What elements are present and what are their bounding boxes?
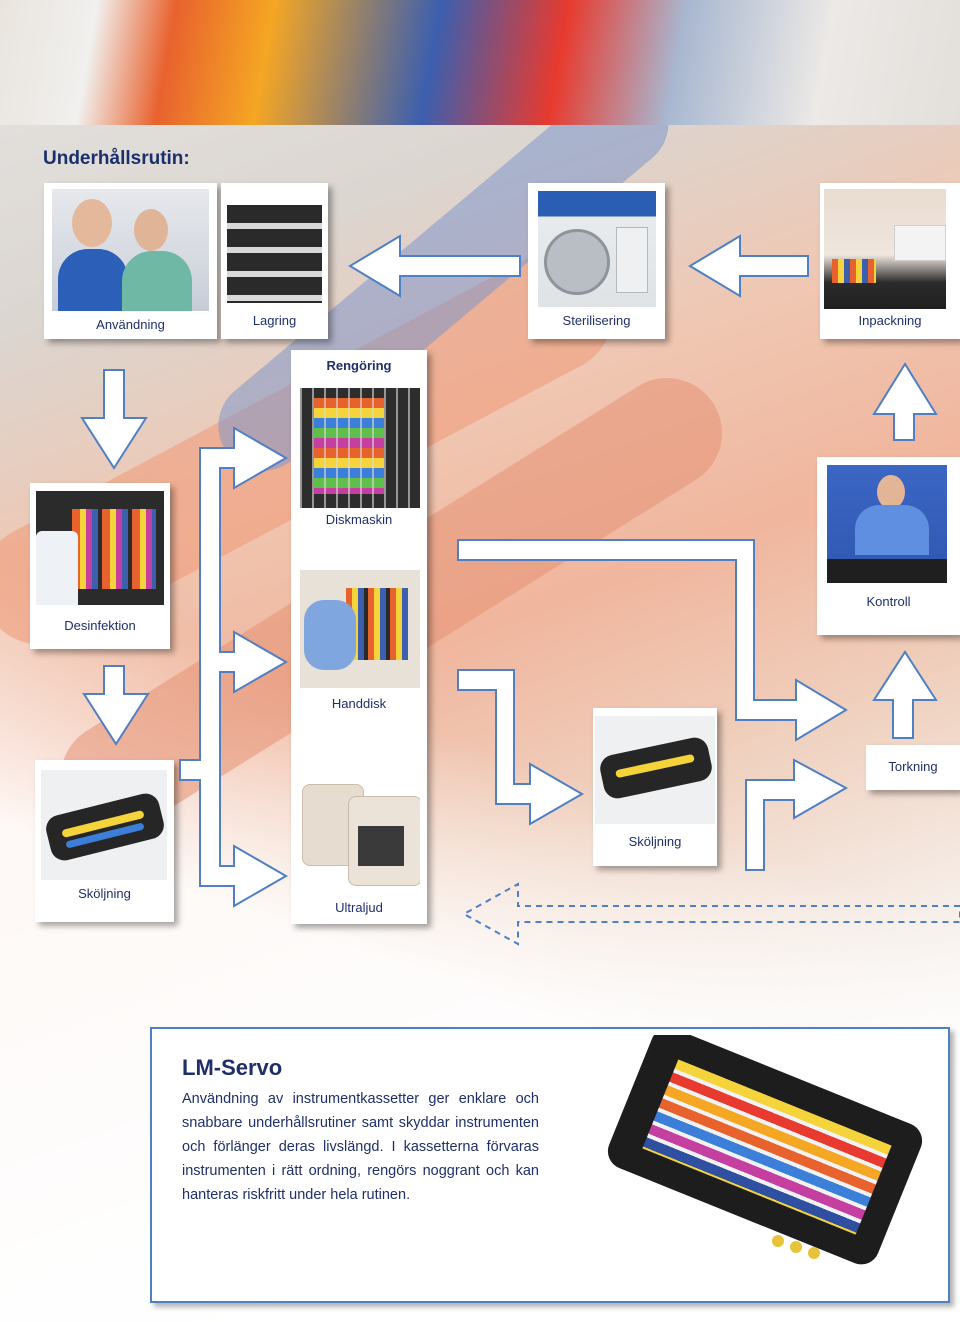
arrow-down-icon	[80, 369, 148, 470]
photo-instrument-cassette	[592, 1035, 932, 1275]
caption-inpackning: Inpackning	[858, 313, 922, 328]
step-card-kontroll: Kontroll	[817, 457, 960, 635]
arrow-right-icon	[457, 539, 848, 742]
caption-ultraljud: Ultraljud	[335, 900, 383, 915]
photo-inspection	[827, 465, 947, 583]
photo-dental-staff	[52, 189, 209, 311]
arrow-up-icon	[872, 362, 938, 441]
step-card-inpackning: Inpackning	[820, 183, 960, 339]
arrow-left-icon	[688, 234, 809, 298]
caption-lagring: Lagring	[252, 313, 297, 328]
photo-rinse-right	[595, 716, 715, 824]
step-card-desinfektion: Desinfektion	[30, 483, 170, 649]
arrow-right-icon	[457, 669, 585, 826]
photo-autoclave	[538, 191, 656, 307]
page-heading: Underhållsrutin:	[43, 148, 190, 169]
photo-rinse-left	[41, 770, 167, 880]
info-text: Användning av instrumentkassetter ger en…	[182, 1091, 539, 1203]
photo-storage-shelves	[227, 205, 322, 303]
caption-rengoring: Rengöring	[326, 358, 392, 373]
info-title: LM-Servo	[182, 1055, 283, 1080]
arrow-down-icon	[82, 665, 150, 746]
photo-hand-wash	[300, 570, 420, 688]
arrow-right-icon	[745, 758, 849, 871]
caption-torkning: Torkning	[888, 759, 938, 774]
caption-skoljning-right: Sköljning	[628, 834, 682, 849]
dashed-return-arrow-icon	[461, 882, 960, 946]
info-box: LM-Servo Användning av instrumentkassett…	[150, 1027, 950, 1303]
header-photo-strip	[0, 0, 960, 125]
step-card-skoljning-right: Sköljning	[593, 708, 717, 866]
caption-kontroll: Kontroll	[866, 594, 911, 609]
step-card-rengoring: Rengöring Diskmaskin Handdisk Ultraljud	[291, 350, 427, 924]
caption-anvandning: Användning	[96, 317, 165, 332]
photo-disinfection	[36, 491, 164, 605]
arrow-branch-icon	[179, 426, 289, 908]
photo-packing	[824, 189, 946, 309]
caption-skoljning-left: Sköljning	[78, 886, 131, 901]
step-card-skoljning-left: Sköljning	[35, 760, 174, 922]
caption-handdisk: Handdisk	[331, 696, 387, 711]
photo-ultrasonic	[300, 780, 420, 888]
caption-sterilisering: Sterilisering	[562, 313, 631, 328]
caption-diskmaskin: Diskmaskin	[325, 512, 393, 527]
step-card-anvandning: Användning	[44, 183, 217, 339]
step-card-torkning: Torkning	[866, 745, 960, 790]
arrow-up-icon	[872, 650, 938, 739]
arrow-left-icon	[348, 234, 521, 298]
caption-desinfektion: Desinfektion	[64, 618, 136, 633]
step-card-lagring: Lagring	[221, 183, 328, 339]
step-card-sterilisering: Sterilisering	[528, 183, 665, 339]
photo-dishwasher	[300, 388, 420, 508]
